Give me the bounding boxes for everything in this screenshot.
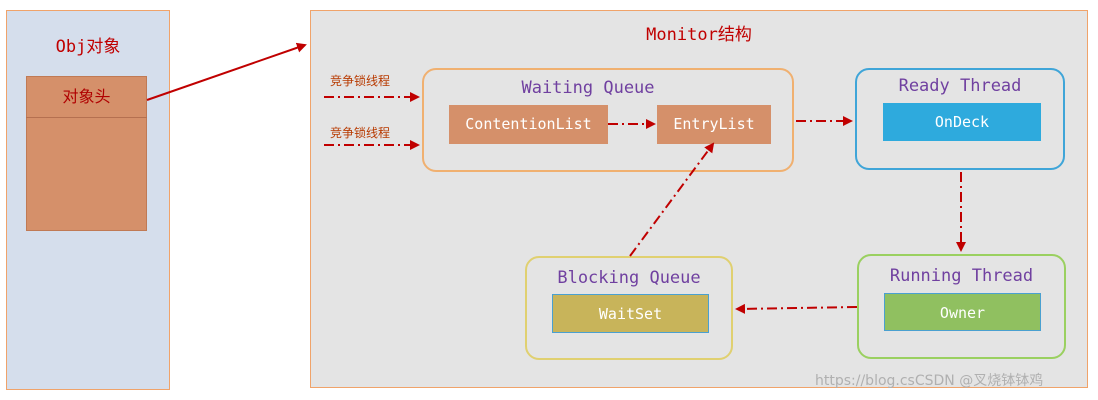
- ondeck-box: OnDeck: [883, 103, 1041, 141]
- obj-to-monitor-arrow: [146, 42, 307, 101]
- waiting-queue-title: Waiting Queue: [521, 78, 655, 98]
- obj-header: 对象头: [26, 76, 147, 118]
- waitset-box: WaitSet: [552, 294, 709, 333]
- competitor-label-1: 竞争锁线程: [330, 74, 391, 88]
- entry-list-box: EntryList: [657, 105, 771, 144]
- owner-box: Owner: [884, 293, 1041, 331]
- blocking-queue-title: Blocking Queue: [557, 268, 701, 288]
- ready-thread-title: Ready Thread: [898, 76, 1022, 96]
- running-thread-title: Running Thread: [889, 266, 1034, 286]
- watermark: https://blog.csCSDN @叉烧钵钵鸡: [815, 373, 1044, 389]
- monitor-title: Monitor结构: [646, 25, 752, 45]
- obj-title: Obj对象: [55, 37, 121, 57]
- competitor-label-2: 竞争锁线程: [330, 126, 391, 140]
- running-to-blocking-arrow: [735, 303, 858, 314]
- contention-list-box: ContentionList: [449, 105, 608, 144]
- obj-block: [26, 76, 147, 231]
- blocking-to-entry-arrow: [629, 142, 715, 257]
